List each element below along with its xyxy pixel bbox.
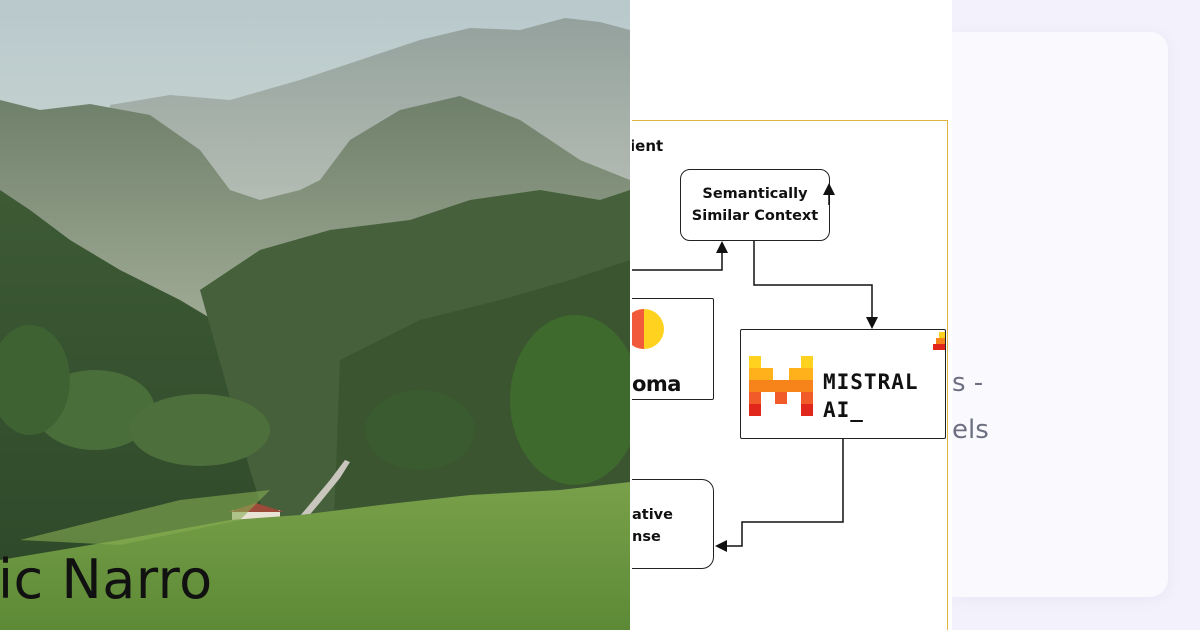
arrow-mistral-to-response: [715, 439, 844, 552]
landscape-photo: ic Narro: [0, 0, 630, 630]
response-label: ative nse: [632, 507, 673, 545]
chroma-logo-icon: [632, 309, 664, 349]
mistral-wordmark: MISTRAL AI_: [823, 370, 919, 422]
chroma-node: [632, 298, 714, 400]
card-text-line-2: els: [952, 415, 989, 445]
mountain-valley-illustration: [0, 0, 630, 630]
card-text-line-1: s -: [952, 368, 984, 398]
article-card-panel: s - els: [952, 0, 1200, 630]
response-node: [632, 479, 714, 569]
diagram-connectors: [632, 183, 878, 552]
semantic-context-node: Semantically Similar Context: [680, 169, 830, 241]
mistral-logo-icon: [749, 356, 813, 416]
mistral-node: MISTRAL AI_: [740, 329, 946, 439]
article-card[interactable]: s - els: [952, 32, 1168, 597]
arrow-context-to-mistral: [753, 241, 878, 329]
rag-diagram: ient Semantically Similar Context oma MI…: [632, 0, 952, 630]
chroma-wordmark: oma: [632, 372, 681, 396]
context-line-1: Semantically: [702, 186, 808, 202]
client-label: ient: [632, 137, 664, 155]
diagram-frame: [632, 120, 948, 630]
context-line-2: Similar Context: [691, 208, 819, 224]
mistral-corner-icon: [933, 332, 945, 350]
arrow-to-context: [632, 241, 728, 271]
author-caption: ic Narro: [0, 548, 213, 611]
